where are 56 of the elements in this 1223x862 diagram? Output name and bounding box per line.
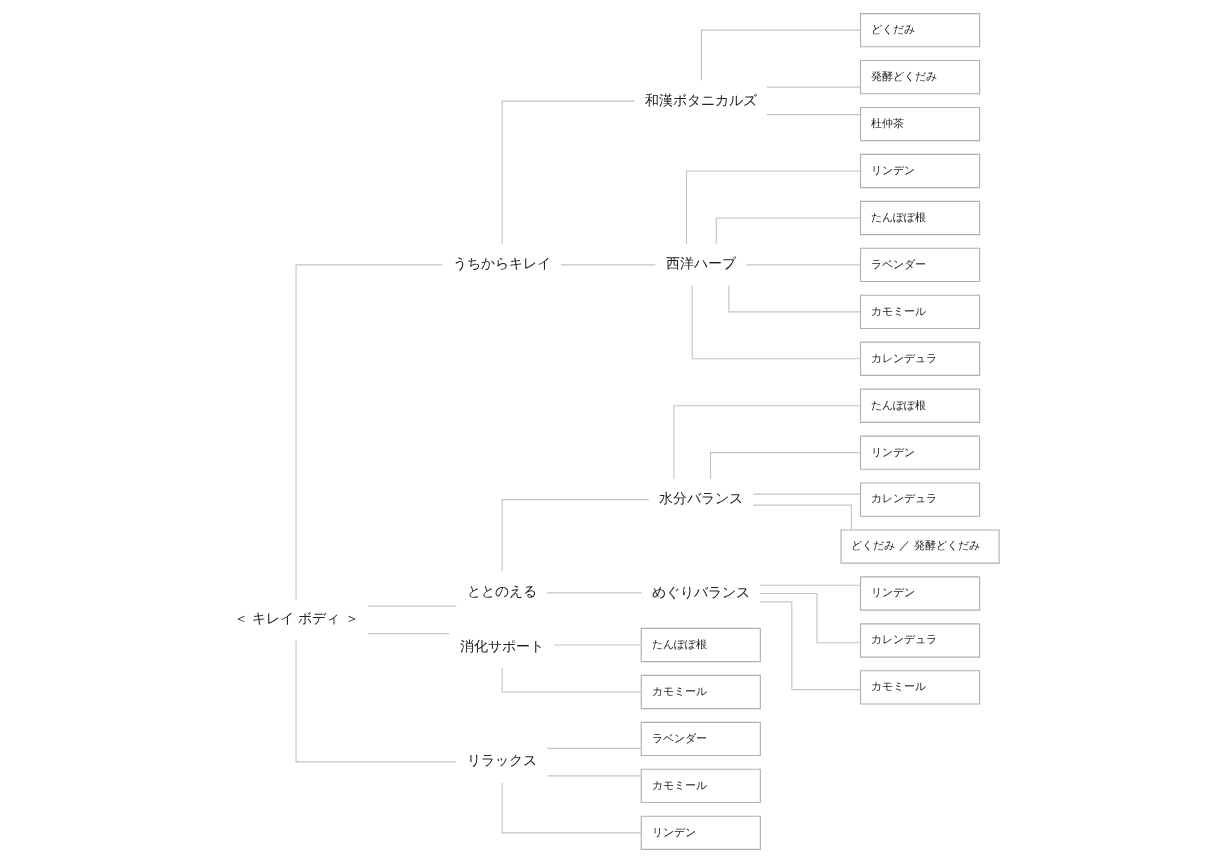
node-box: カレンデュラ <box>859 341 981 376</box>
connector <box>759 584 861 586</box>
connector <box>501 667 642 693</box>
connector <box>367 605 457 607</box>
connector <box>546 747 642 749</box>
connector <box>766 86 862 88</box>
node-box: カモミール <box>859 669 981 705</box>
connector <box>752 504 852 530</box>
connector <box>759 592 861 643</box>
connector <box>709 451 861 479</box>
node-box: たんぽぽ根 <box>640 627 761 662</box>
node-box: ラベンダー <box>640 721 761 756</box>
node-box: カレンデュラ <box>859 481 981 517</box>
node-box: どくだみ <box>859 12 981 47</box>
connector <box>685 169 862 245</box>
node-box: ラベンダー <box>859 247 981 282</box>
node-box: カレンデュラ <box>859 622 981 658</box>
node-text: 西洋ハーブ <box>665 254 736 271</box>
connector <box>745 263 861 265</box>
node-box: カモミール <box>640 768 761 803</box>
node-text: 水分バランス <box>658 489 743 506</box>
connector <box>560 263 656 265</box>
connector <box>501 100 636 245</box>
node-text: 消化サポート <box>459 637 544 654</box>
node-box: カモミール <box>640 674 761 709</box>
connector <box>691 284 862 359</box>
connector <box>752 493 861 495</box>
connector <box>546 591 643 593</box>
node-box: リンデン <box>859 435 981 470</box>
node-text: リラックス <box>466 751 537 768</box>
node-box: 杜仲茶 <box>859 106 981 141</box>
connector <box>367 632 450 634</box>
connector <box>295 263 443 600</box>
connector <box>295 639 457 762</box>
node-box: 発酵どくだみ <box>859 59 981 94</box>
node-box: リンデン <box>859 575 981 611</box>
node-box: リンデン <box>859 153 981 188</box>
connector <box>766 113 862 115</box>
node-box: たんぽぽ根 <box>859 200 981 235</box>
connector <box>546 774 642 776</box>
connector <box>715 216 861 245</box>
node-box: どくだみ ／ 発酵どくだみ <box>840 528 1000 564</box>
node-box: リンデン <box>640 815 761 850</box>
node-text: ＜ キレイ ボディ ＞ <box>233 609 359 626</box>
connector <box>728 284 861 312</box>
connector <box>759 600 862 690</box>
node-text: うちからキレイ <box>452 254 551 271</box>
connector <box>673 404 862 479</box>
node-text: めぐりバランス <box>651 583 750 600</box>
connector <box>501 498 650 572</box>
node-box: たんぽぽ根 <box>859 388 981 423</box>
connector <box>501 781 642 833</box>
node-text: 和漢ボタニカルズ <box>644 91 757 108</box>
node-text: ととのえる <box>466 582 537 599</box>
node-box: カモミール <box>859 294 981 329</box>
connector <box>700 29 861 81</box>
